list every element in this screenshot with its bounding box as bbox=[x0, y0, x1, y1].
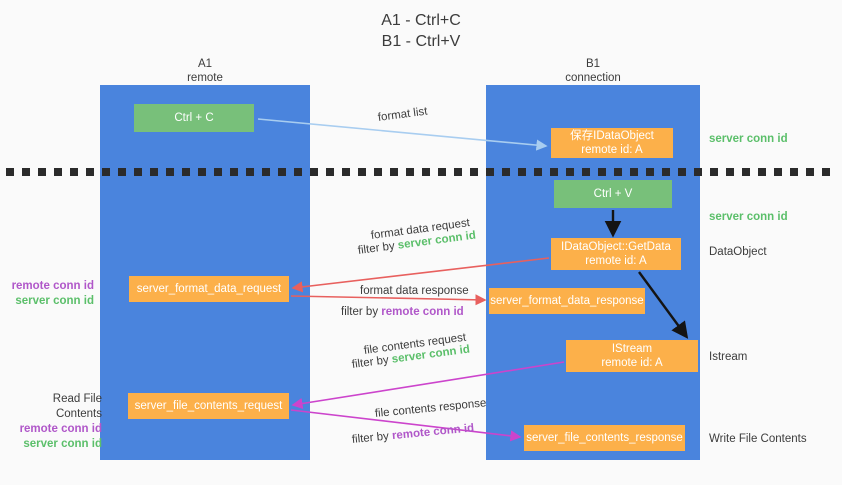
left-label-remote-conn-id-2: remote conn id bbox=[19, 423, 102, 435]
box-idataobject-getdata[interactable]: IDataObject::GetData remote id: A bbox=[551, 238, 681, 270]
left-label-group-file: Read File Contents remote conn id server… bbox=[8, 392, 102, 452]
left-label-server-conn-id-1: server conn id bbox=[15, 295, 94, 307]
filter-by-text: filter by bbox=[357, 239, 399, 257]
box-ctrl-c[interactable]: Ctrl + C bbox=[134, 104, 254, 132]
lane-header-a1: A1 remote bbox=[187, 58, 223, 84]
mid-label-format-list: format list bbox=[377, 105, 429, 124]
box-ctrl-v[interactable]: Ctrl + V bbox=[554, 180, 672, 208]
page-title: A1 - Ctrl+C B1 - Ctrl+V bbox=[381, 12, 461, 50]
left-label-remote-conn-id-1: remote conn id bbox=[11, 280, 94, 292]
filter-by-text: filter by bbox=[351, 353, 393, 371]
side-label-dataobject: DataObject bbox=[709, 246, 767, 258]
box-server-file-contents-response[interactable]: server_file_contents_response bbox=[524, 425, 685, 451]
side-label-istream: Istream bbox=[709, 351, 748, 363]
box-server-format-data-response[interactable]: server_format_data_response bbox=[489, 288, 645, 314]
box-server-file-contents-request[interactable]: server_file_contents_request bbox=[128, 393, 289, 419]
box-save-idataobject[interactable]: 保存IDataObject remote id: A bbox=[551, 128, 673, 158]
side-label-server-conn-id-mid: server conn id bbox=[709, 211, 788, 223]
side-label-write-file-contents: Write File Contents bbox=[709, 433, 807, 445]
mid-label-format-data-response: format data response bbox=[360, 285, 469, 297]
left-label-group-format: remote conn id server conn id bbox=[8, 279, 94, 309]
filter-by-text: filter by bbox=[341, 306, 382, 318]
mid-label-file-contents-response: file contents response bbox=[374, 397, 487, 420]
filter-by-text: filter by bbox=[351, 430, 393, 446]
mid-label-format-data-response-filter: filter by remote conn id bbox=[341, 305, 464, 320]
box-server-format-data-request[interactable]: server_format_data_request bbox=[129, 276, 289, 302]
mid-label-file-contents-response-filter: filter by remote conn id bbox=[351, 421, 475, 448]
lane-header-b1: B1 connection bbox=[565, 58, 621, 84]
left-label-read-file-contents: Read File Contents bbox=[52, 393, 102, 420]
box-istream[interactable]: IStream remote id: A bbox=[566, 340, 698, 372]
left-label-server-conn-id-2: server conn id bbox=[23, 438, 102, 450]
remote-conn-id-emphasis: remote conn id bbox=[381, 306, 464, 318]
side-label-server-conn-id-top: server conn id bbox=[709, 133, 788, 145]
remote-conn-id-emphasis: remote conn id bbox=[391, 422, 475, 443]
